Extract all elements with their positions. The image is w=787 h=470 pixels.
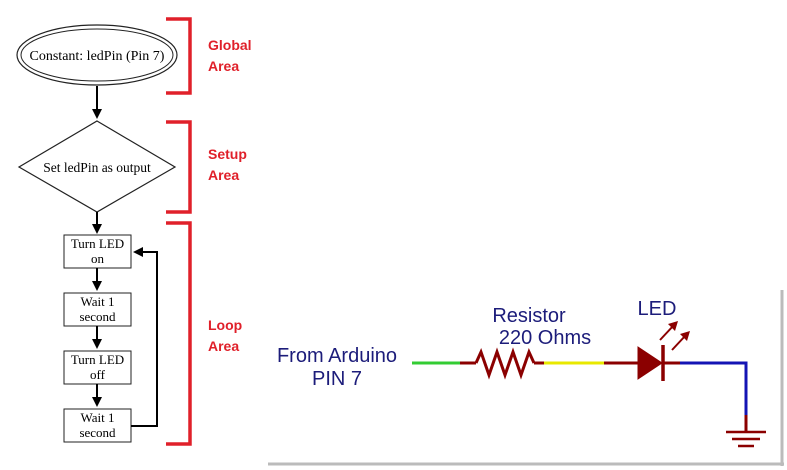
setup-area-line2: Area [208,167,239,183]
resistor-label-line1: Resistor [492,305,566,327]
global-bracket [166,17,192,95]
source-label-line1: From Arduino [277,345,397,367]
wait1-line1: Wait 1 [81,294,115,309]
wait2-line2: second [79,425,116,440]
circuit-schematic: From Arduino PIN 7 Resistor 220 Ohms LED [268,290,784,466]
global-area-line1: Global [208,37,252,53]
flowchart: Constant: ledPin (Pin 7) Set ledPin as o… [16,24,178,443]
turn-led-on-line1: Turn LED [71,236,124,251]
turn-led-on-line2: on [91,251,105,266]
loop-back-arrow [131,247,158,427]
led-diode-triangle [637,346,663,380]
constant-node-outer [16,24,178,86]
source-label-line2: PIN 7 [312,368,362,390]
setup-node-label: Set ledPin as output [43,160,151,175]
wire-blue [680,361,748,432]
turn-led-off-box [63,350,132,385]
loop-area-line2: Area [208,338,239,354]
global-area-line2: Area [208,58,239,74]
led-label: LED [638,298,677,320]
loop-area-line1: Loop [208,317,242,333]
led-light-arrowhead-2 [680,331,690,341]
wait1-line2: second [79,309,116,324]
constant-node-label: Constant: ledPin (Pin 7) [30,49,165,64]
turn-led-off-line2: off [90,367,106,382]
area-brackets: Global Area Setup Area Loop Area [166,17,252,446]
loop-bracket [166,221,192,446]
setup-bracket [166,120,192,214]
constant-node-inner [20,28,174,82]
turn-led-off-line1: Turn LED [71,352,124,367]
wait1-box [63,292,132,327]
wait2-box [63,408,132,443]
resistor-symbol [474,347,536,380]
led-light-arrowhead-1 [668,321,678,331]
setup-area-line1: Setup [208,146,247,162]
wait2-line1: Wait 1 [81,410,115,425]
resistor-label-line2: 220 Ohms [499,327,591,349]
